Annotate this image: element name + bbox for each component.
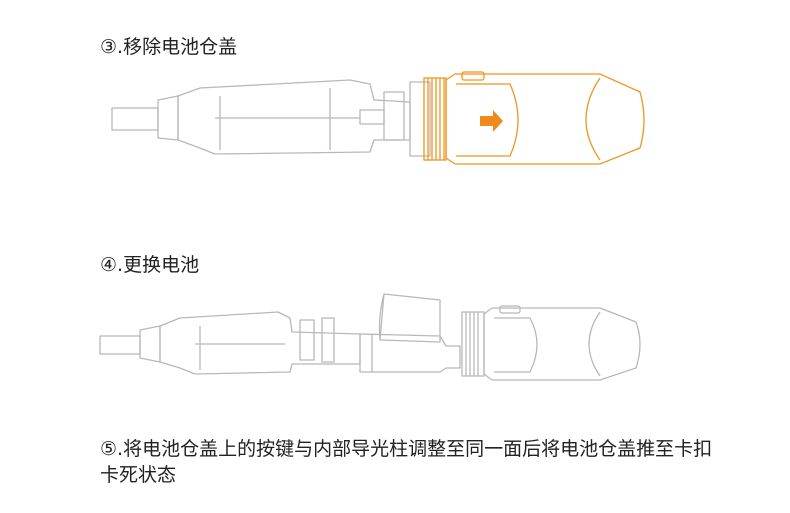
handle-body (159, 311, 361, 375)
step4-caption: ④.更换电池 (100, 254, 200, 276)
thread-section (461, 311, 485, 377)
probe-tip (99, 335, 141, 355)
cap-button (499, 305, 521, 314)
right-arrow-icon (480, 110, 503, 132)
probe-neck (139, 325, 161, 363)
battery-cap (483, 307, 641, 381)
step3-caption: ③.移除电池仓盖 (100, 36, 238, 58)
battery-cap (445, 73, 645, 165)
cap-button (461, 71, 485, 81)
battery-compartment (359, 333, 461, 373)
battery (379, 293, 441, 343)
step5-caption: ⑤.将电池仓盖上的按键与内部导光柱调整至同一面后将电池仓盖推至卡扣卡死状态 (100, 438, 713, 486)
